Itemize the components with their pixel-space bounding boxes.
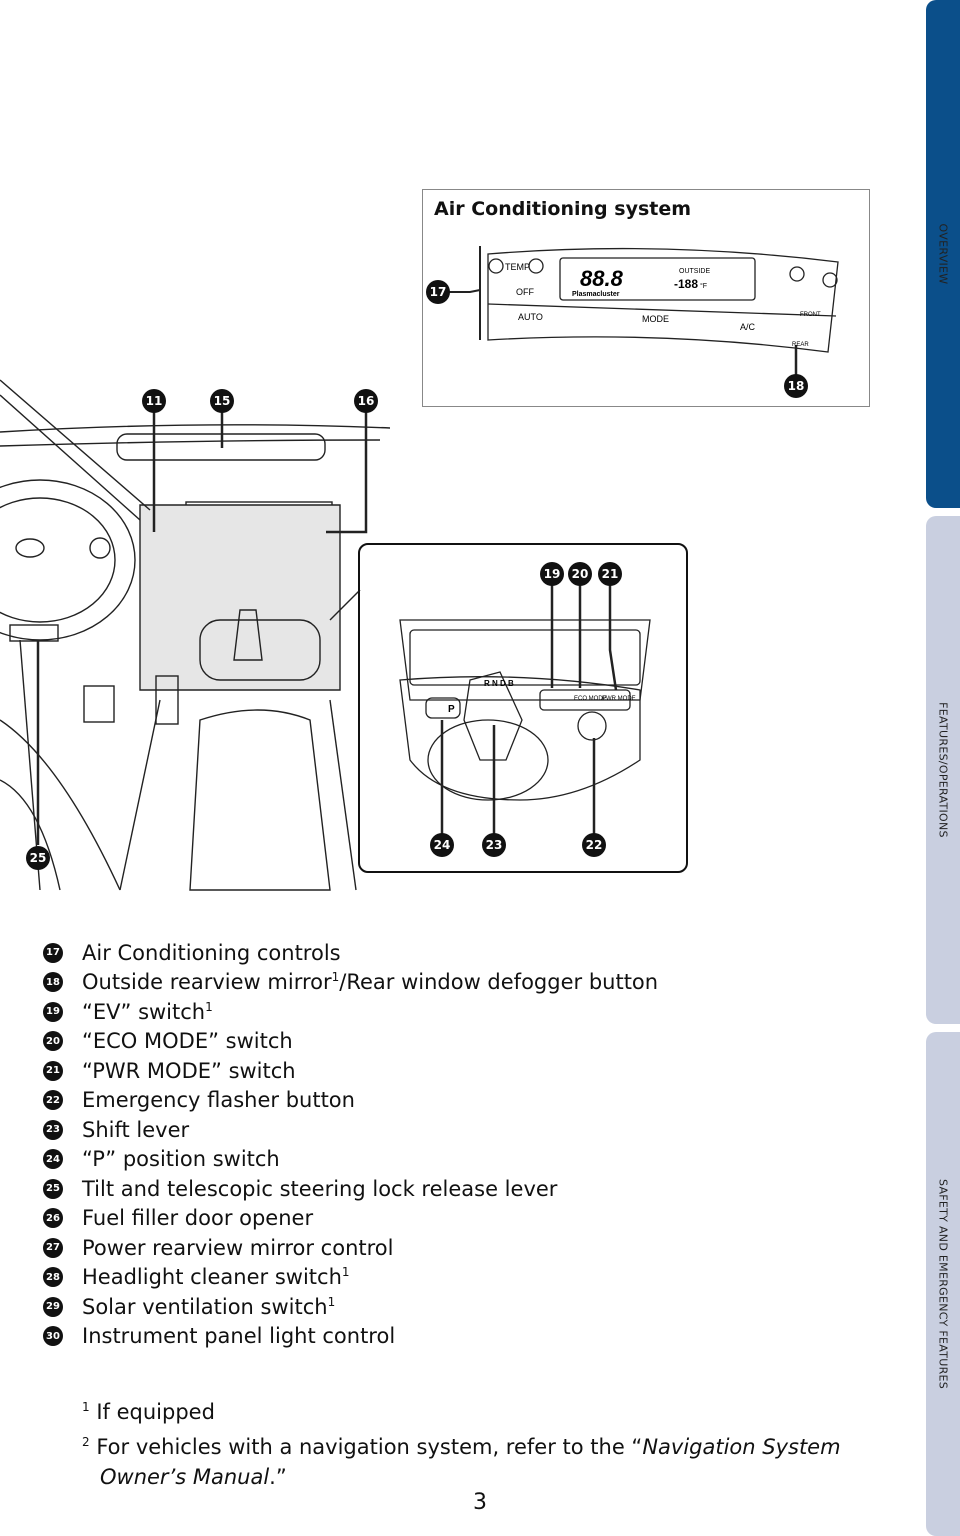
legend-item: 19 “EV” switch1 [43, 997, 658, 1027]
legend-item: 24 “P” position switch [43, 1145, 658, 1175]
callout-22: 22 [582, 833, 606, 857]
legend-item: 25 Tilt and telescopic steering lock rele… [43, 1174, 658, 1204]
dashboard-illustration: TEMP OFF AUTO 88.8 OUTSIDE -188 °F Plasm… [0, 246, 839, 891]
pwr-mode-label: PWR MODE [602, 696, 636, 702]
legend-item: 20 “ECO MODE” switch [43, 1027, 658, 1057]
ac-outside-temp: -188 [674, 277, 698, 291]
ac-auto-label: AUTO [518, 312, 543, 322]
callout-15: 15 [210, 389, 234, 413]
legend-text: “ECO MODE” switch [82, 1029, 293, 1054]
legend-text: Solar ventilation switch [82, 1294, 328, 1319]
legend-text: Air Conditioning controls [82, 940, 341, 965]
legend-number: 22 [43, 1090, 63, 1111]
callout-16: 16 [354, 389, 378, 413]
legend-text: “EV” switch [82, 999, 206, 1024]
footnote-2b: Navigation System [642, 1435, 841, 1459]
gear-indicator: R N D B [484, 679, 514, 688]
legend-item: 28 Headlight cleaner switch1 [43, 1263, 658, 1293]
legend-text-rest: /Rear window defogger button [339, 970, 659, 995]
eco-mode-label: ECO MODE [574, 696, 607, 702]
ac-inset-title: Air Conditioning system [434, 198, 692, 220]
ac-mode-label: MODE [642, 314, 669, 324]
footnote-mark: 1 [82, 1400, 90, 1414]
legend-text: Shift lever [82, 1117, 190, 1142]
footnote-ref: 1 [327, 1294, 336, 1309]
ac-rear-label: REAR [792, 342, 809, 348]
callout-19: 19 [540, 562, 564, 586]
ac-brand: Plasmacluster [572, 291, 620, 298]
footnotes: 1 If equipped 2 For vehicles with a navi… [82, 1392, 841, 1492]
legend-number: 18 [43, 972, 63, 993]
legend-text: “P” position switch [82, 1147, 280, 1172]
legend-number: 17 [43, 942, 63, 963]
footnote-ref: 1 [205, 999, 213, 1014]
legend-item: 29 Solar ventilation switch1 [43, 1292, 658, 1322]
tab-overview-label: OVERVIEW [936, 223, 950, 285]
legend-item: 26 Fuel filler door opener [43, 1204, 658, 1234]
callout-11: 11 [142, 389, 166, 413]
legend-number: 25 [43, 1178, 63, 1199]
legend-number: 23 [43, 1119, 63, 1140]
legend-text: Tilt and telescopic steering lock releas… [82, 1176, 558, 1201]
legend-text: Emergency flasher button [82, 1088, 355, 1113]
footnote-2a: For vehicles with a navigation system, r… [96, 1435, 643, 1459]
callout-24: 24 [430, 833, 454, 857]
ac-front-label: FRONT [800, 312, 821, 318]
footnote-2c: Owner’s Manual [100, 1465, 270, 1489]
legend-number: 24 [43, 1149, 63, 1170]
legend-list: 17 Air Conditioning controls 18 Outside re… [43, 938, 658, 1351]
legend-number: 29 [43, 1296, 63, 1317]
legend-text: Power rearview mirror control [82, 1235, 394, 1260]
legend-item: 17 Air Conditioning controls [43, 938, 658, 968]
callout-21: 21 [598, 562, 622, 586]
legend-item: 18 Outside rearview mirror1/Rear window d… [43, 968, 658, 998]
ac-outside-label: OUTSIDE [679, 268, 710, 275]
legend-number: 26 [43, 1208, 63, 1229]
ac-unit: °F [700, 282, 707, 290]
callout-18: 18 [784, 374, 808, 398]
ac-ac-label: A/C [740, 322, 756, 332]
footnote-2d: .” [269, 1465, 287, 1489]
legend-text: Outside rearview mirror [82, 970, 332, 995]
callout-20: 20 [568, 562, 592, 586]
legend-number: 27 [43, 1237, 63, 1258]
legend-text: Fuel filler door opener [82, 1206, 314, 1231]
legend-text: “PWR MODE” switch [82, 1058, 296, 1083]
footnote-1: If equipped [96, 1400, 215, 1424]
legend-number: 21 [43, 1060, 63, 1081]
legend-number: 19 [43, 1001, 63, 1022]
ac-off-label: OFF [516, 287, 534, 297]
legend-item: 21 “PWR MODE” switch [43, 1056, 658, 1086]
console-inset-frame [358, 543, 688, 873]
legend-item: 22 Emergency flasher button [43, 1086, 658, 1116]
page-number: 3 [473, 1490, 487, 1515]
callout-17: 17 [426, 280, 450, 304]
tab-features-operations[interactable] [926, 516, 960, 1024]
tab-features-label: FEATURES/OPERATIONS [936, 702, 950, 838]
ac-temp-label: TEMP [505, 262, 530, 272]
p-switch-label: P [448, 704, 455, 715]
footnote-ref: 1 [341, 1265, 350, 1280]
ac-display-value: 88.8 [580, 266, 624, 291]
legend-number: 20 [43, 1031, 63, 1052]
footnote-ref: 1 [331, 970, 340, 985]
tab-safety-label: SAFETY AND EMERGENCY FEATURES [936, 1178, 950, 1390]
tab-safety[interactable] [926, 1032, 960, 1536]
legend-item: 27 Power rearview mirror control [43, 1233, 658, 1263]
tab-overview[interactable] [926, 0, 960, 508]
footnote-mark: 2 [82, 1435, 90, 1449]
legend-item: 23 Shift lever [43, 1115, 658, 1145]
legend-number: 30 [43, 1326, 63, 1347]
legend-text: Instrument panel light control [82, 1324, 396, 1349]
legend-text: Headlight cleaner switch [82, 1265, 342, 1290]
legend-item: 30 Instrument panel light control [43, 1322, 658, 1352]
ac-inset-frame [422, 189, 870, 407]
legend-number: 28 [43, 1267, 63, 1288]
callout-25: 25 [26, 846, 50, 870]
callout-23: 23 [482, 833, 506, 857]
